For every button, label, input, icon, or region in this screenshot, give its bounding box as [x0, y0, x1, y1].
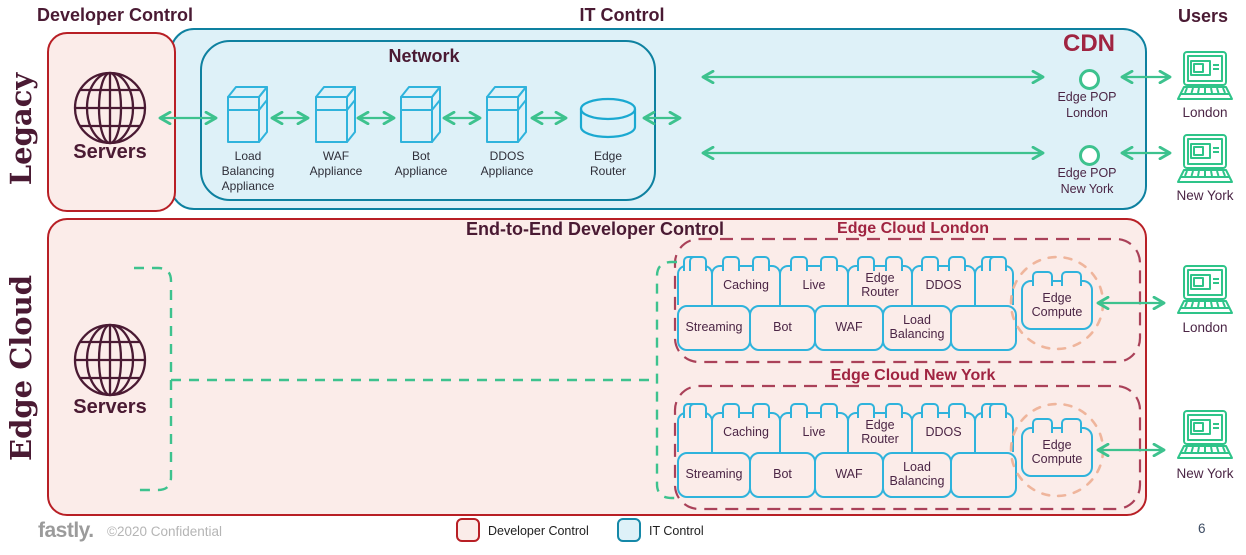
legend-developer-control-label: Developer Control	[488, 524, 589, 538]
fastly-logo: fastly.	[38, 519, 94, 542]
brick-caching: Caching	[711, 403, 781, 452]
edge-user-new-york-label: New York	[1176, 466, 1234, 481]
legend-it-control-swatch	[617, 518, 641, 542]
edge-router-label: Edge Router	[589, 149, 627, 178]
cdn-title: CDN	[1063, 30, 1115, 57]
brick-streaming: Streaming	[677, 452, 751, 498]
user-new-york-label: New York	[1176, 188, 1234, 203]
brick-edge-router: Edge Router	[847, 256, 913, 305]
laptop-icon-london	[1173, 264, 1237, 316]
developer-control-title: Developer Control	[37, 5, 194, 25]
edge-pop-london-icon	[1079, 69, 1100, 90]
laptop-icon-new-york	[1173, 133, 1237, 185]
brick-waf: WAF	[814, 452, 884, 498]
edge-cloud-servers-label: Servers	[73, 396, 147, 418]
waf-appliance-label: WAF Appliance	[309, 149, 363, 178]
brick-load-balancing: Load Balancing	[882, 305, 952, 351]
legend-developer-control-swatch	[456, 518, 480, 542]
edge-cloud-new-york-title: Edge Cloud New York	[830, 367, 996, 384]
brick-ddos: DDOS	[911, 256, 976, 305]
user-london-label: London	[1182, 105, 1228, 120]
bot-appliance-icon	[398, 84, 444, 146]
edge-compute-brick: Edge Compute	[1021, 271, 1093, 330]
brick-blank	[677, 403, 713, 452]
brick-caching: Caching	[711, 256, 781, 305]
confidential-text: ©2020 Confidential	[107, 524, 223, 539]
edge-user-london-label: London	[1182, 320, 1228, 335]
new-york-brick-row-top: Caching Live Edge Router DDOS	[677, 403, 1014, 452]
legacy-servers-label: Servers	[73, 141, 147, 163]
edge-pop-london-label: Edge POP London	[1057, 90, 1117, 120]
it-control-title: IT Control	[579, 5, 665, 25]
brick-blank	[974, 403, 1014, 452]
ddos-appliance-icon	[484, 84, 530, 146]
edge-cloud-section-label: Edge Cloud	[4, 275, 38, 462]
brick-blank	[974, 256, 1014, 305]
users-title: Users	[1177, 6, 1229, 26]
brick-bot: Bot	[749, 452, 816, 498]
laptop-icon-new-york	[1173, 409, 1237, 461]
brick-live: Live	[779, 403, 849, 452]
new-york-brick-row-bottom: Streaming Bot WAF Load Balancing	[677, 452, 1017, 498]
brick-blank	[677, 256, 713, 305]
globe-icon	[73, 71, 147, 145]
brick-waf: WAF	[814, 305, 884, 351]
edge-router-icon	[579, 97, 637, 139]
brick-live: Live	[779, 256, 849, 305]
london-brick-row-bottom: Streaming Bot WAF Load Balancing	[677, 305, 1017, 351]
load-balancing-appliance-label: Load Balancing Appliance	[221, 149, 275, 193]
waf-appliance-icon	[313, 84, 359, 146]
legacy-servers-box	[47, 32, 176, 212]
brick-ddos: DDOS	[911, 403, 976, 452]
edge-pop-new-york-label: Edge POP New York	[1057, 166, 1117, 196]
brick-edge-router: Edge Router	[847, 403, 913, 452]
brick-streaming: Streaming	[677, 305, 751, 351]
london-brick-row-top: Caching Live Edge Router DDOS	[677, 256, 1014, 305]
end-to-end-title: End-to-End Developer Control	[466, 219, 724, 239]
legend-it-control-label: IT Control	[649, 524, 704, 538]
brick-load-balancing: Load Balancing	[882, 452, 952, 498]
laptop-icon-london	[1173, 50, 1237, 102]
load-balancing-appliance-icon	[225, 84, 271, 146]
page-number: 6	[1198, 521, 1206, 536]
bot-appliance-label: Bot Appliance	[394, 149, 448, 178]
ddos-appliance-label: DDOS Appliance	[480, 149, 534, 178]
network-title: Network	[388, 46, 460, 66]
brick-blank	[950, 305, 1017, 351]
brick-bot: Bot	[749, 305, 816, 351]
brick-blank	[950, 452, 1017, 498]
edge-compute-brick: Edge Compute	[1021, 418, 1093, 477]
edge-cloud-london-title: Edge Cloud London	[837, 220, 989, 237]
globe-icon	[73, 323, 147, 397]
edge-pop-new-york-icon	[1079, 145, 1100, 166]
